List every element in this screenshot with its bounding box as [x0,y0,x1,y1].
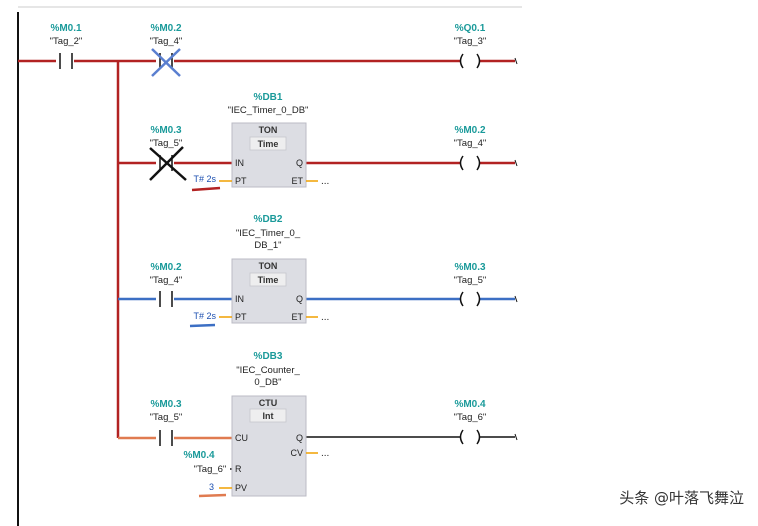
block-3-db: %DB3 [254,351,283,362]
block-3-pin-cv: CV [290,448,303,458]
coil-q4-tag: "Tag_6" [454,412,487,423]
blue-cross-mark [151,48,181,77]
block-3-pin-cu: CU [235,433,248,443]
block-3-param: 3 [209,482,214,492]
contact-c3-address: %M0.3 [150,125,182,136]
block-3-pin-q: Q [296,433,303,443]
right-stub-1 [514,57,518,65]
block-2-type: TON [259,261,278,271]
counter-block-3[interactable]: %DB3 "IEC_Counter_ 0_DB" CTU Int CU R PV… [209,351,329,497]
contact-c5-address: %M0.3 [150,399,182,410]
right-stub-4 [514,433,518,441]
contact-c1[interactable]: %M0.1 "Tag_2" [50,23,83,69]
contact-c4-address: %M0.2 [150,262,182,273]
coil-q4[interactable]: %M0.4 "Tag_6" [454,399,487,445]
block-2-db-name-line1: "IEC_Timer_0_ [236,228,301,239]
block-1-pin-q: Q [296,158,303,168]
coil-q2[interactable]: %M0.2 "Tag_4" [454,125,487,171]
block-3-pin-r: R [235,464,242,474]
block-1-pin-in: IN [235,158,244,168]
contact-c6-address: %M0.4 [183,450,215,461]
block-1-type: TON [259,125,278,135]
block-2-db-name-line2: DB_1" [254,240,281,251]
watermark-text: 头条 @叶落飞舞泣 [619,489,744,507]
contact-c3-tag: "Tag_5" [150,138,183,149]
block-2-db: %DB2 [254,214,283,225]
coil-q3[interactable]: %M0.3 "Tag_5" [454,262,487,307]
block-1-param: T# 2s [193,174,216,184]
block-2-et-dots: ... [321,312,329,323]
right-stub-3 [514,295,518,303]
block-3-cv-dots: ... [321,448,329,459]
block-1-pin-pt: PT [235,176,247,186]
red-underline-mark [191,186,221,192]
block-1-db: %DB1 [254,92,283,103]
block-1-pin-et: ET [291,176,303,186]
coil-q3-address: %M0.3 [454,262,486,273]
block-2-pin-et: ET [291,312,303,322]
block-1-db-name: "IEC_Timer_0_DB" [228,105,309,116]
contact-c5-tag: "Tag_5" [150,412,183,423]
block-1-et-dots: ... [321,176,329,187]
block-2-pin-pt: PT [235,312,247,322]
coil-q1-address: %Q0.1 [455,23,486,34]
block-3-db-name-line1: "IEC_Counter_ [236,365,300,376]
contact-c6-tag: "Tag_6" [194,464,227,475]
coil-q4-address: %M0.4 [454,399,486,410]
contact-c4[interactable]: %M0.2 "Tag_4" [150,262,183,307]
block-1-subtype: Time [258,139,279,149]
contact-c1-address: %M0.1 [50,23,82,34]
block-2-param: T# 2s [193,311,216,321]
contact-c2-address: %M0.2 [150,23,182,34]
timer-block-1[interactable]: %DB1 "IEC_Timer_0_DB" TON Time IN PT Q E… [193,92,329,188]
block-3-db-name-line2: 0_DB" [254,377,281,388]
orange-underline-mark [198,493,227,498]
block-2-pin-q: Q [296,294,303,304]
coil-q2-tag: "Tag_4" [454,138,487,149]
contact-c4-tag: "Tag_4" [150,275,183,286]
block-3-pin-pv: PV [235,483,247,493]
black-cross-mark [149,146,187,181]
coil-q3-tag: "Tag_5" [454,275,487,286]
block-3-type: CTU [259,398,278,408]
coil-q1-tag: "Tag_3" [454,36,487,47]
contact-c2-tag: "Tag_4" [150,36,183,47]
block-2-subtype: Time [258,275,279,285]
coil-q2-address: %M0.2 [454,125,486,136]
right-stub-2 [514,159,518,167]
timer-block-2[interactable]: %DB2 "IEC_Timer_0_ DB_1" TON Time IN PT … [193,214,329,324]
blue-underline-mark [189,323,216,328]
coil-q1[interactable]: %Q0.1 "Tag_3" [454,23,487,69]
block-2-pin-in: IN [235,294,244,304]
block-3-subtype: Int [263,411,274,421]
contact-c5[interactable]: %M0.3 "Tag_5" [150,399,183,446]
contact-c1-tag: "Tag_2" [50,36,83,47]
